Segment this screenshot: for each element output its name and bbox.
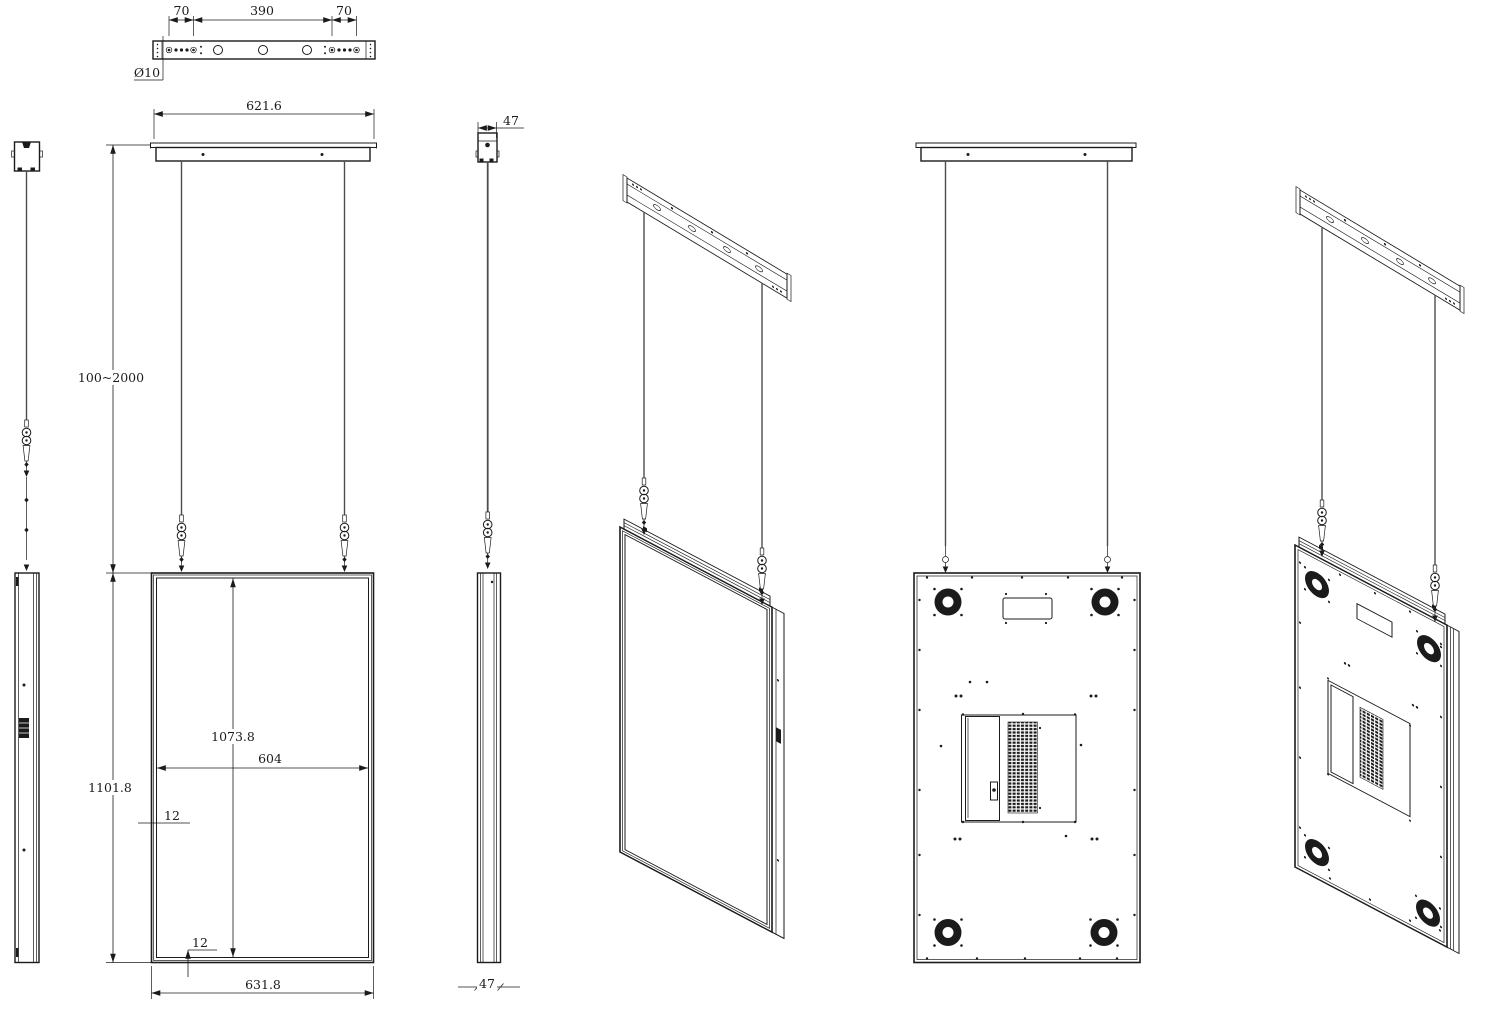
rear-panel xyxy=(913,572,1141,964)
vent-grille xyxy=(1007,721,1038,814)
bracket-depth-label: 47 xyxy=(503,113,519,128)
threaded-rod xyxy=(23,477,30,571)
right-side-face xyxy=(771,606,785,940)
cable-hook-left xyxy=(942,545,949,574)
dim-right-offset: 70 xyxy=(336,3,352,18)
iso-display-panel xyxy=(619,518,785,940)
dim-side-bezel: 12 xyxy=(138,808,190,828)
ceiling-bracket xyxy=(915,142,1137,162)
side-bezel-label: 12 xyxy=(164,808,180,823)
screen-face xyxy=(619,525,773,934)
fan-bottom-left xyxy=(1303,833,1331,872)
bracket-end-caps xyxy=(152,40,376,60)
fan-bottom-right xyxy=(1414,894,1442,933)
ceiling-bracket xyxy=(150,142,377,162)
fan-top-right xyxy=(1415,629,1443,668)
turnbuckle-left xyxy=(176,514,187,573)
vent-grille xyxy=(1359,706,1384,790)
top-hanging-rail xyxy=(623,518,771,607)
screen-width-label: 604 xyxy=(258,751,282,766)
screen-height-label: 1073.8 xyxy=(211,729,255,744)
dim-cable-range: 100~2000 xyxy=(78,144,151,574)
overall-width-label: 631.8 xyxy=(245,977,281,992)
bracket-top-view: 70 390 70 Ø10 xyxy=(134,3,376,81)
turnbuckle-right xyxy=(339,514,350,573)
fan-bottom-left xyxy=(933,918,963,947)
panel-depth-label: 47 xyxy=(479,976,495,991)
dim-overall-width: 631.8 xyxy=(151,966,374,999)
bracket-holes xyxy=(165,45,360,55)
dim-bracket-width: 621.6 xyxy=(153,98,375,139)
left-edge-view xyxy=(11,141,43,964)
turnbuckle-left xyxy=(639,477,649,536)
cable-range-label: 100~2000 xyxy=(78,370,144,385)
dim-bracket-depth: 47 xyxy=(477,113,524,138)
screw-dots xyxy=(1298,561,1443,929)
bracket-width-label: 621.6 xyxy=(246,98,282,113)
panel-side xyxy=(476,572,502,964)
side-view: 47 47 xyxy=(458,113,524,991)
iso-back-view xyxy=(1294,186,1465,955)
fan-bottom-right xyxy=(1089,918,1119,947)
access-door xyxy=(1327,679,1411,818)
door-latch xyxy=(990,781,998,801)
panel-edge xyxy=(14,572,40,964)
fan-top-left xyxy=(1303,565,1331,604)
overall-height-label: 1101.8 xyxy=(88,780,132,795)
bottom-bezel-label: 12 xyxy=(192,935,208,950)
display-panel xyxy=(150,572,375,964)
cable-hook-right xyxy=(1104,545,1111,574)
dim-bracket-holes: 70 390 70 xyxy=(168,3,357,36)
iso-ceiling-bracket xyxy=(622,174,792,303)
access-door xyxy=(961,714,1077,823)
ceiling-bracket-side xyxy=(475,132,500,163)
dim-left-offset: 70 xyxy=(174,3,190,18)
label-cutout xyxy=(1356,602,1393,638)
iso-rear-panel xyxy=(1294,536,1460,955)
side-connector-block xyxy=(776,727,781,744)
dim-overall-height: 1101.8 xyxy=(84,573,151,963)
turnbuckle xyxy=(21,419,32,478)
handle-cutout xyxy=(1002,592,1053,625)
screw-dots xyxy=(918,576,1136,960)
back-view xyxy=(913,142,1141,964)
ceiling-bracket-edge xyxy=(11,141,43,172)
dim-bottom-bezel: 12 xyxy=(185,935,217,977)
dim-panel-depth: 47 xyxy=(458,976,520,991)
fan-top-left xyxy=(933,587,963,617)
dim-screen-width: 604 xyxy=(157,751,368,771)
iso-front-view xyxy=(619,174,792,940)
fan-top-right xyxy=(1090,587,1120,617)
dim-hole-diameter: Ø10 xyxy=(134,36,164,81)
right-side-face xyxy=(1446,624,1460,955)
turnbuckle xyxy=(482,511,493,570)
hole-diameter-label: Ø10 xyxy=(134,65,160,80)
dim-center-span: 390 xyxy=(250,3,274,18)
iso-ceiling-bracket xyxy=(1295,186,1465,315)
side-connector-block xyxy=(19,718,29,738)
front-view: 621.6 100~2000 1101.8 xyxy=(78,98,377,999)
